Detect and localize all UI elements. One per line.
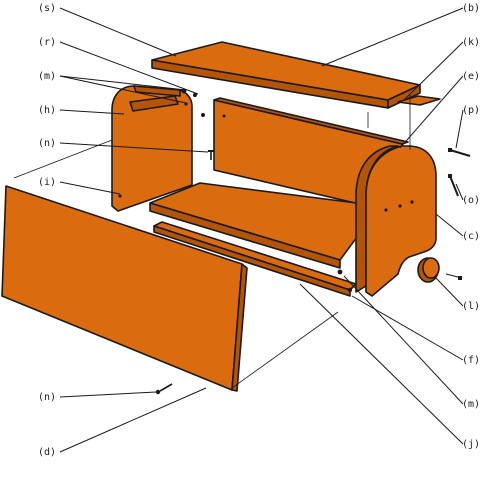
label-j: (j) xyxy=(462,439,480,450)
pin-n-bottom xyxy=(155,383,173,395)
label-s: (s) xyxy=(38,3,56,14)
front-door-panel xyxy=(1,185,248,392)
label-n-mid: (n) xyxy=(38,138,56,149)
label-e: (e) xyxy=(462,71,480,82)
hinge-strip xyxy=(397,95,441,106)
screw-p xyxy=(448,148,471,157)
label-r: (r) xyxy=(38,37,56,48)
label-m-bottom: (m) xyxy=(462,399,480,410)
label-k: (k) xyxy=(462,37,480,48)
label-d: (d) xyxy=(38,447,56,458)
label-p: (p) xyxy=(462,105,480,116)
label-m-top: (m) xyxy=(38,71,56,82)
screw-o xyxy=(448,174,459,197)
label-i: (i) xyxy=(38,177,56,188)
callout-labels: (s) (b) (r) (k) (m) (e) (h) (p) (n) (i) … xyxy=(38,3,480,458)
label-f: (f) xyxy=(462,355,480,366)
front-rail xyxy=(153,221,357,297)
label-n-bottom: (n) xyxy=(38,392,56,403)
leader-lines xyxy=(59,7,464,453)
screw-m-bottom xyxy=(337,269,353,293)
label-b: (b) xyxy=(462,3,480,14)
label-l: (l) xyxy=(462,301,480,312)
label-h: (h) xyxy=(38,105,56,116)
knob xyxy=(417,257,463,283)
assembly-lines xyxy=(13,94,411,389)
pin-n-mid xyxy=(208,150,214,160)
left-side-panel xyxy=(111,85,205,212)
top-board xyxy=(151,41,421,109)
right-end-panel xyxy=(355,145,437,297)
label-o: (o) xyxy=(462,195,480,206)
label-c: (c) xyxy=(462,231,480,242)
